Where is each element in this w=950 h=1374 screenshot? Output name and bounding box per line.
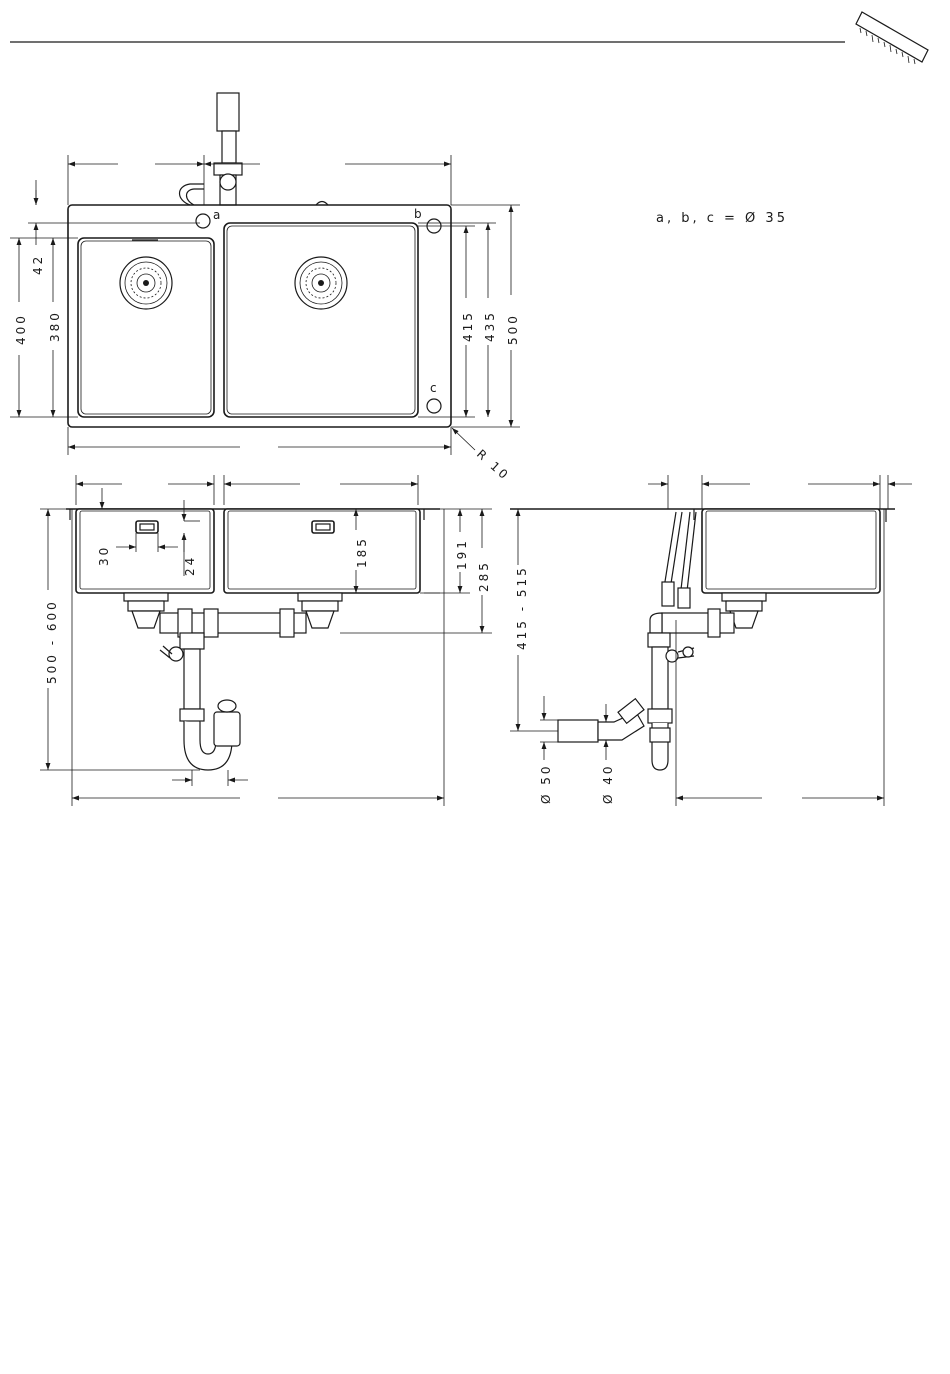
side-view: Ø 50 Ø 40 415 - 515 — [510, 475, 912, 806]
radius-label: R 10 — [474, 447, 513, 484]
dim-415-515: 415 - 515 — [515, 565, 529, 650]
large-bowl — [224, 223, 418, 417]
dim-400: 400 — [14, 313, 28, 345]
small-bowl — [78, 238, 214, 417]
large-bowl-drain — [295, 257, 347, 309]
dim-30: 30 — [97, 545, 111, 566]
small-bowl-drain — [120, 257, 172, 309]
dim-185: 185 — [355, 536, 369, 568]
front-view: 30 24 185 191 285 500 - 600 — [40, 475, 492, 806]
dim-435: 435 — [483, 310, 497, 342]
ruler-icon — [856, 12, 928, 64]
dim-380: 380 — [48, 310, 62, 342]
dim-d40: Ø 40 — [601, 763, 615, 804]
hole-c-label: c — [430, 381, 440, 395]
top-view: a b c R 10 — [10, 93, 520, 484]
hole-b-label: b — [414, 207, 425, 221]
dim-415: 415 — [461, 310, 475, 342]
hole-diameter-note: a, b, c = Ø 35 — [656, 211, 788, 226]
dim-42: 42 — [31, 254, 45, 275]
dim-d50: Ø 50 — [539, 763, 553, 804]
hole-a-label: a — [213, 208, 223, 222]
faucet — [180, 93, 243, 205]
hole-c — [427, 399, 441, 413]
dim-191: 191 — [455, 538, 469, 570]
dim-500-600: 500 - 600 — [45, 599, 59, 684]
hole-a — [196, 214, 210, 228]
dim-285: 285 — [477, 560, 491, 592]
dim-24: 24 — [183, 555, 197, 576]
dim-500: 500 — [506, 313, 520, 345]
